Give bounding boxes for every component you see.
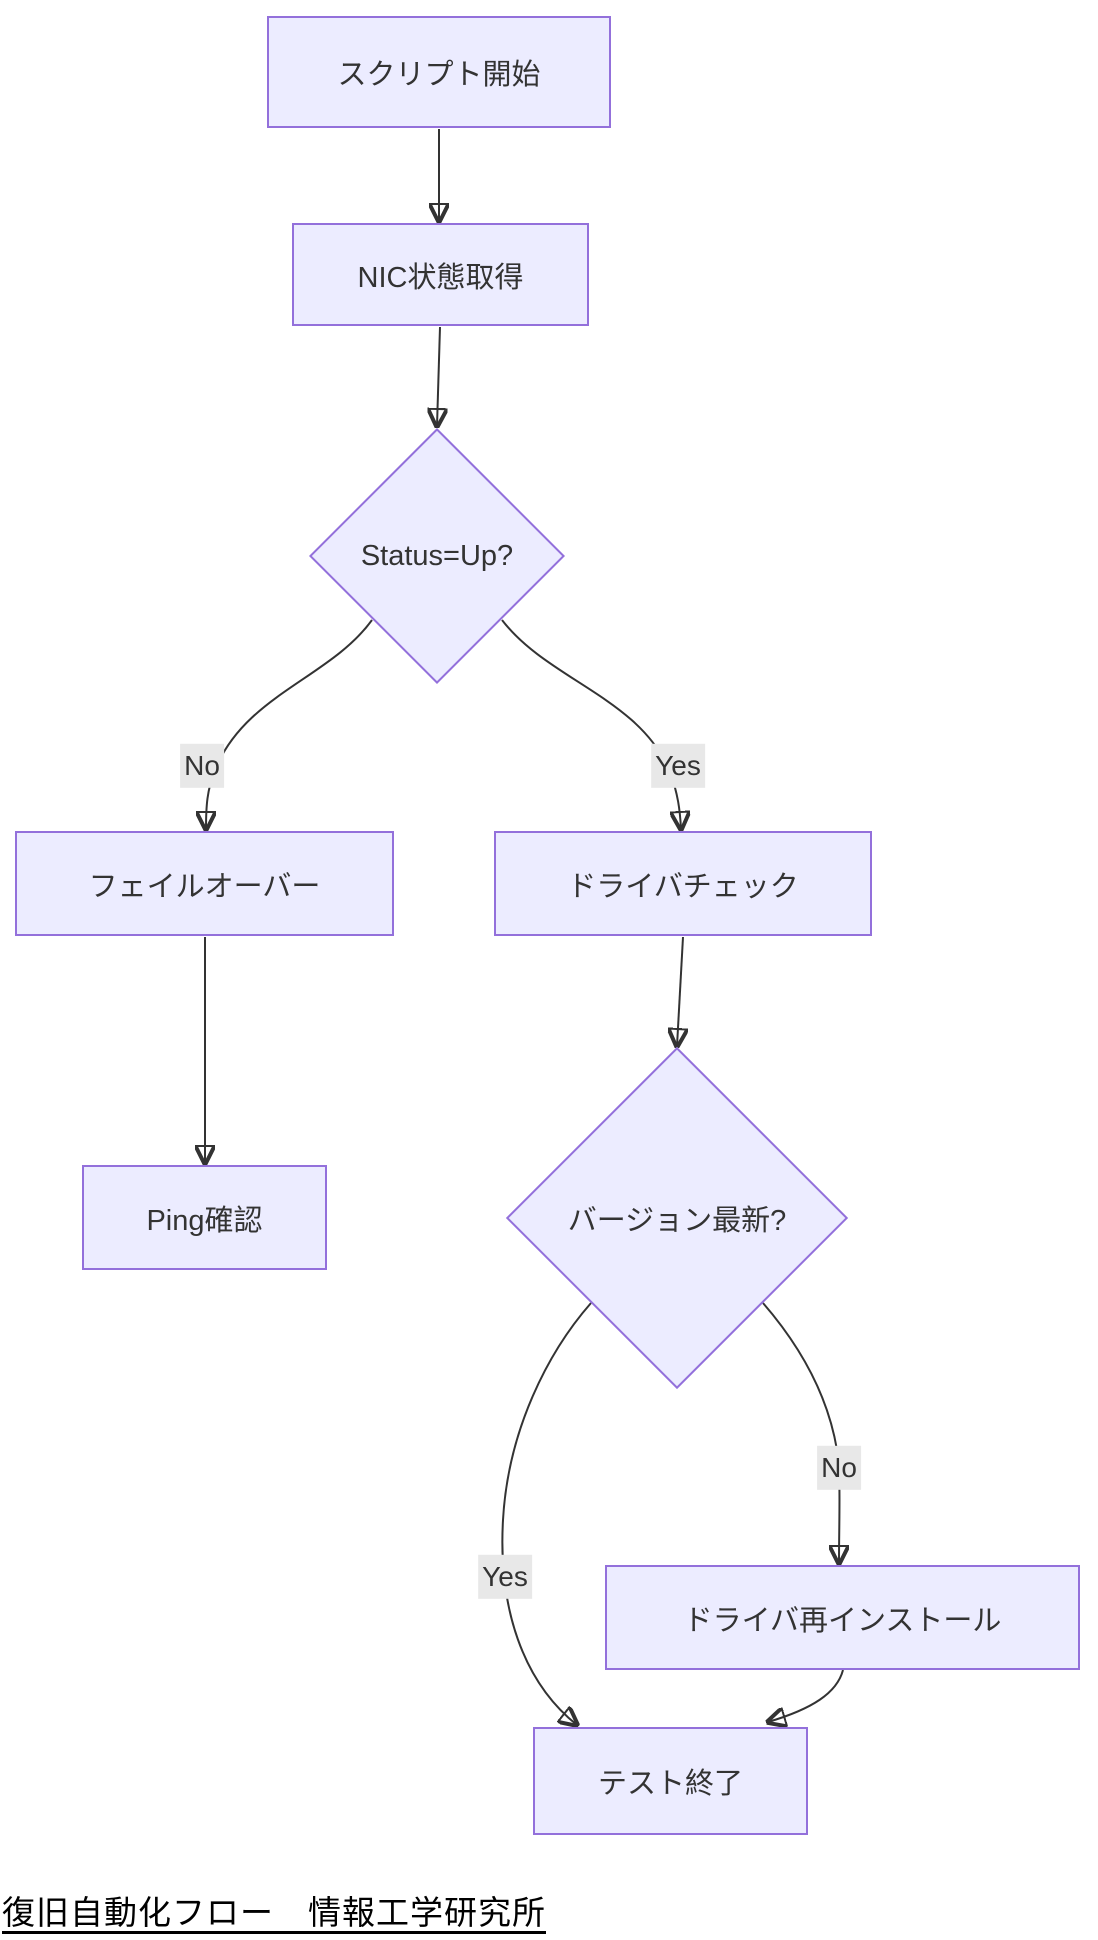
node-test-end: テスト終了 xyxy=(533,1727,808,1835)
node-driver-check-label: ドライバチェック xyxy=(567,870,799,903)
edge-label-version-no: No xyxy=(817,1445,861,1491)
node-ping-check-label: Ping確認 xyxy=(146,1204,263,1237)
node-failover-label: フェイルオーバー xyxy=(88,870,321,903)
edge-driver-check-to-version-check xyxy=(677,936,683,1046)
node-test-end-label: テスト終了 xyxy=(597,1768,743,1800)
diagram-caption: 復旧自動化フロー 情報工学研究所 xyxy=(2,1894,546,1931)
node-driver-reinstall-label: ドライバ再インストール xyxy=(683,1604,1002,1637)
node-ping-check: Ping確認 xyxy=(82,1165,327,1270)
node-script-start-label: スクリプト開始 xyxy=(337,59,541,91)
node-driver-reinstall: ドライバ再インストール xyxy=(605,1565,1080,1670)
edge-status-check-yes-to-driver-check xyxy=(501,619,681,829)
node-nic-status-label: NIC状態取得 xyxy=(357,261,524,294)
node-script-start: スクリプト開始 xyxy=(267,16,611,128)
node-version-decision: バージョン最新? xyxy=(505,1046,849,1390)
node-version-decision-label: バージョン最新? xyxy=(567,1205,787,1237)
edge-version-check-no-to-reinstall xyxy=(762,1302,840,1563)
edge-label-status-yes: Yes xyxy=(651,743,705,789)
node-status-decision-label: Status=Up? xyxy=(360,539,514,572)
node-driver-check: ドライバチェック xyxy=(494,831,872,936)
edge-label-version-yes: Yes xyxy=(478,1554,532,1600)
node-status-decision: Status=Up? xyxy=(308,428,566,684)
edge-reinstall-to-end xyxy=(768,1669,844,1722)
node-failover: フェイルオーバー xyxy=(15,831,394,936)
edge-nic-to-status-check xyxy=(437,326,440,426)
edge-label-status-no: No xyxy=(180,743,224,789)
edge-version-check-yes-to-end xyxy=(501,1302,592,1725)
node-nic-status: NIC状態取得 xyxy=(292,223,589,326)
edge-status-check-no-to-failover xyxy=(206,619,373,829)
